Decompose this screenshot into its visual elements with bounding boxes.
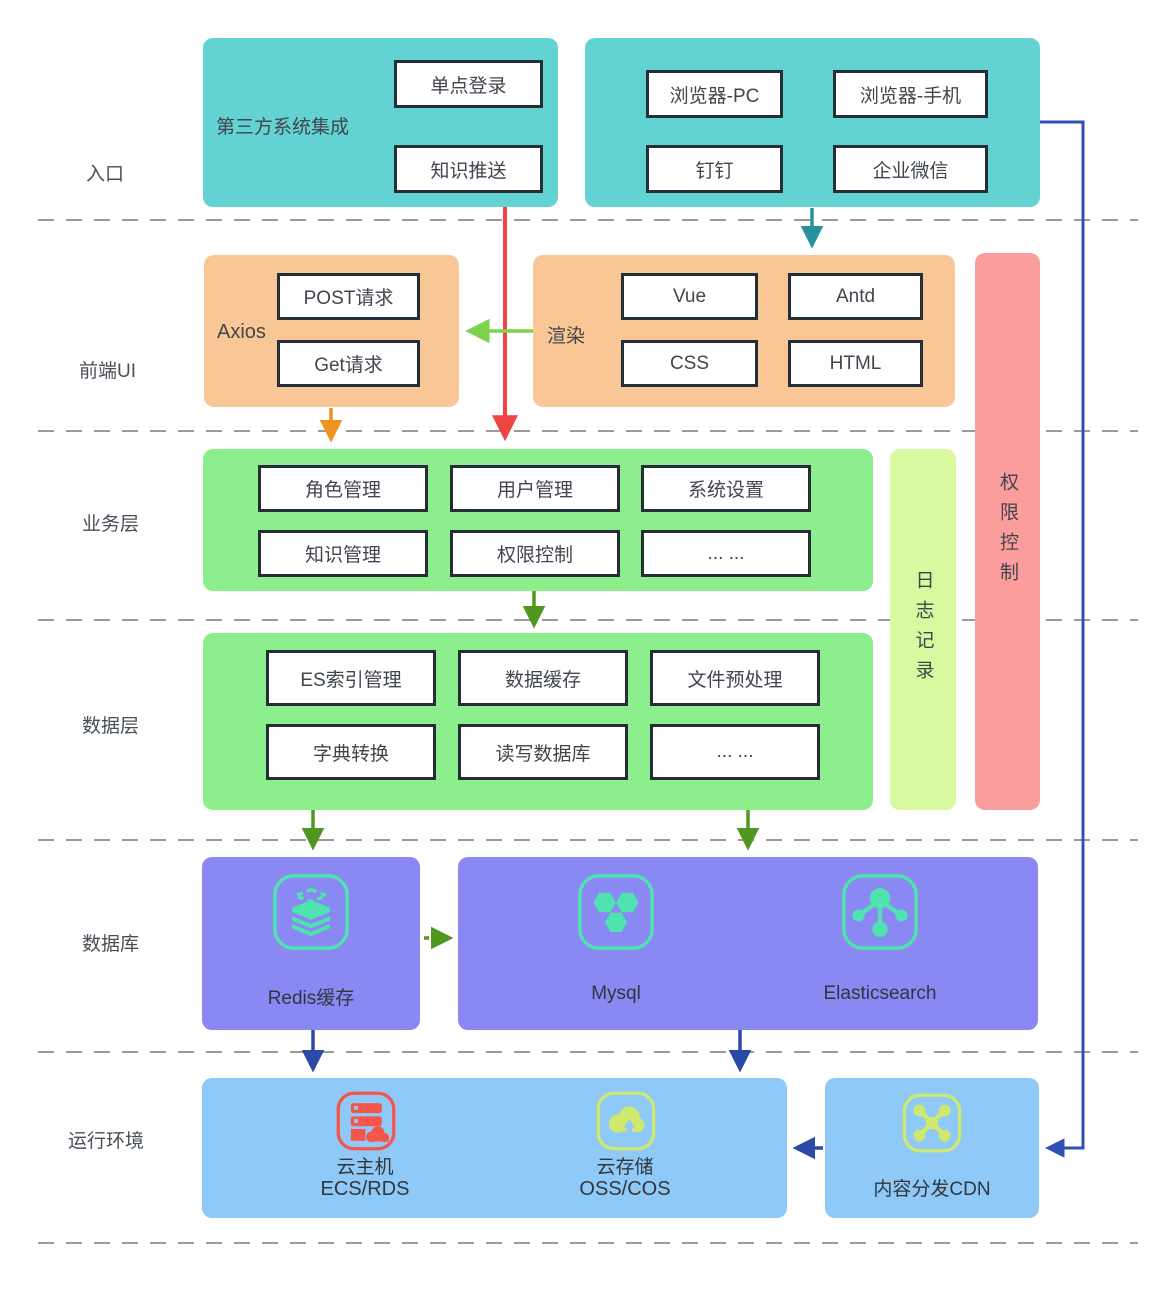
cloud-server-icon	[336, 1091, 396, 1151]
layer-label-entry: 入口	[86, 164, 125, 185]
third-party-title: 第三方系统集成	[216, 117, 350, 138]
node-data-cache: 数据缓存	[458, 650, 628, 706]
layer-label-database: 数据库	[82, 934, 140, 955]
mysql-label: Mysql	[591, 983, 641, 1004]
layer-label-frontend: 前端UI	[79, 361, 137, 382]
cdn-group: 内容分发CDN	[825, 1078, 1039, 1218]
node-db-readwrite: 读写数据库	[458, 724, 628, 780]
layer-label-business: 业务层	[82, 514, 140, 535]
node-vue: Vue	[621, 273, 758, 320]
arrow-clients-to-cdn	[1040, 120, 1085, 1158]
elasticsearch-icon	[842, 874, 918, 950]
layer-label-data: 数据层	[82, 716, 140, 737]
node-role-mgmt: 角色管理	[258, 465, 428, 512]
node-knowledge-mgmt: 知识管理	[258, 530, 428, 577]
axios-title: Axios	[217, 321, 266, 343]
cdn-label: 内容分发CDN	[873, 1179, 991, 1200]
separator-line	[38, 219, 1138, 221]
clients-group: 浏览器-PC 浏览器-手机 钉钉 企业微信	[585, 38, 1040, 207]
node-business-more: ... ...	[641, 530, 811, 577]
node-perm-control: 权限控制	[450, 530, 620, 577]
separator-line	[38, 1242, 1138, 1244]
runtime-group: 云主机 ECS/RDS 云存储 OSS/COS	[202, 1078, 787, 1218]
separator-line	[38, 839, 1138, 841]
layer-label-runtime: 运行环境	[68, 1131, 145, 1152]
node-browser-pc: 浏览器-PC	[646, 70, 783, 118]
redis-layers-icon	[273, 874, 349, 950]
ecs-sublabel: ECS/RDS	[320, 1178, 410, 1200]
node-system-setting: 系统设置	[641, 465, 811, 512]
render-title: 渲染	[547, 326, 586, 347]
oss-sublabel: OSS/COS	[579, 1178, 671, 1200]
log-record-bar: 日志记录	[890, 449, 956, 810]
node-wecom: 企业微信	[833, 145, 988, 193]
node-antd: Antd	[788, 273, 923, 320]
node-file-preproc: 文件预处理	[650, 650, 820, 706]
node-es-index: ES索引管理	[266, 650, 436, 706]
node-knowledge-push: 知识推送	[394, 145, 543, 193]
node-data-more: ... ...	[650, 724, 820, 780]
node-user-mgmt: 用户管理	[450, 465, 620, 512]
separator-line	[38, 1051, 1138, 1053]
ecs-label: 云主机	[336, 1157, 394, 1178]
mysql-icon	[578, 874, 654, 950]
redis-group: Redis缓存	[202, 857, 420, 1030]
cloud-upload-icon	[596, 1091, 656, 1151]
axios-group: Axios POST请求 Get请求	[204, 255, 459, 407]
node-post-request: POST请求	[277, 273, 420, 320]
mysql-es-group: Mysql Elasticsearch	[458, 857, 1038, 1030]
separator-line	[38, 430, 1138, 432]
node-dingtalk: 钉钉	[646, 145, 783, 193]
node-sso: 单点登录	[394, 60, 543, 108]
node-css: CSS	[621, 340, 758, 387]
oss-label: 云存储	[596, 1157, 654, 1178]
permission-control-bar: 权限控制	[975, 253, 1040, 810]
node-get-request: Get请求	[277, 340, 420, 387]
elasticsearch-label: Elasticsearch	[823, 983, 937, 1004]
redis-label: Redis缓存	[267, 988, 355, 1009]
node-dict-convert: 字典转换	[266, 724, 436, 780]
data-layer-group: ES索引管理 数据缓存 文件预处理 字典转换 读写数据库 ... ...	[203, 633, 873, 810]
business-group: 角色管理 用户管理 系统设置 知识管理 权限控制 ... ...	[203, 449, 873, 591]
third-party-group: 第三方系统集成 单点登录 知识推送	[203, 38, 558, 207]
node-browser-mobile: 浏览器-手机	[833, 70, 988, 118]
separator-line	[38, 619, 1138, 621]
render-group: 渲染 Vue Antd CSS HTML	[533, 255, 955, 407]
cdn-network-icon	[902, 1093, 962, 1153]
node-html: HTML	[788, 340, 923, 387]
